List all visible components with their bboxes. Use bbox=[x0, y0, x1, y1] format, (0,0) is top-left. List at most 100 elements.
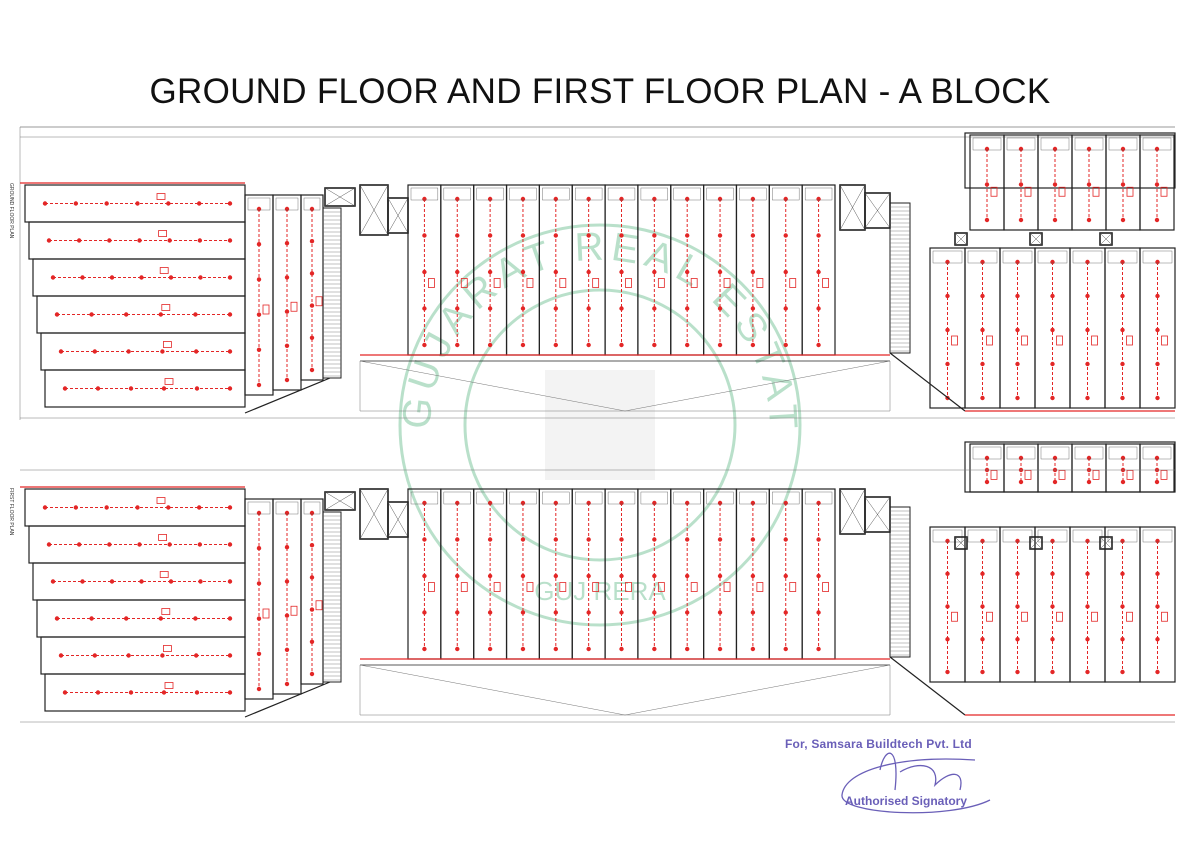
light-point bbox=[167, 238, 172, 243]
light-point bbox=[980, 327, 985, 333]
light-point bbox=[783, 269, 788, 275]
toilet-block bbox=[1108, 137, 1138, 151]
light-point bbox=[750, 573, 756, 579]
light-point bbox=[309, 575, 315, 580]
db-box bbox=[1092, 469, 1100, 480]
light-point bbox=[284, 275, 290, 280]
light-point bbox=[135, 505, 140, 510]
light-point bbox=[684, 269, 690, 275]
light-point bbox=[126, 349, 131, 354]
db-box bbox=[1126, 335, 1133, 346]
light-point bbox=[717, 342, 723, 348]
open-area-diagonal bbox=[359, 664, 626, 716]
light-point bbox=[586, 196, 591, 202]
light-point bbox=[1120, 259, 1125, 265]
light-point bbox=[553, 269, 559, 275]
toilet-block bbox=[542, 187, 570, 201]
db-box bbox=[1161, 335, 1168, 346]
light-point bbox=[284, 309, 290, 314]
shop-unit bbox=[1139, 443, 1175, 493]
db-box bbox=[315, 296, 323, 307]
light-point bbox=[227, 542, 233, 547]
light-point bbox=[553, 306, 559, 311]
light-point bbox=[1050, 604, 1055, 609]
light-point bbox=[980, 604, 985, 609]
toilet-block bbox=[1142, 529, 1173, 543]
light-point bbox=[619, 306, 624, 311]
light-point bbox=[652, 610, 657, 615]
light-point bbox=[1050, 538, 1055, 544]
db-box bbox=[625, 582, 632, 592]
toilet-block bbox=[247, 501, 271, 515]
light-point bbox=[586, 269, 591, 275]
light-point bbox=[309, 239, 315, 244]
light-point bbox=[256, 277, 262, 282]
light-point bbox=[1015, 669, 1020, 675]
light-point bbox=[158, 616, 163, 621]
slanted-edge-wall bbox=[244, 377, 331, 414]
light-point bbox=[139, 579, 144, 584]
db-box bbox=[1160, 186, 1168, 197]
light-point bbox=[553, 610, 559, 615]
lift-stair-core bbox=[324, 491, 356, 511]
core-cross bbox=[864, 192, 891, 229]
light-point bbox=[652, 573, 657, 579]
light-point bbox=[193, 312, 198, 317]
light-point bbox=[783, 573, 788, 579]
light-point bbox=[124, 616, 129, 621]
core-cross bbox=[954, 232, 968, 246]
db-box bbox=[159, 571, 169, 578]
db-box bbox=[1056, 335, 1063, 346]
light-point bbox=[750, 610, 756, 615]
db-box bbox=[290, 605, 298, 616]
light-point bbox=[984, 217, 990, 223]
light-point bbox=[684, 233, 690, 238]
seal-text: GUJARAT REAL ESTATE REGULATORY AUTHORITY bbox=[0, 0, 806, 436]
toilet-block bbox=[1142, 446, 1172, 460]
light-point bbox=[945, 259, 950, 265]
light-point bbox=[487, 306, 493, 311]
light-point bbox=[194, 653, 199, 658]
light-point bbox=[1015, 604, 1020, 609]
open-area-diagonal bbox=[624, 664, 891, 716]
db-box bbox=[1091, 611, 1098, 622]
light-point bbox=[1120, 293, 1125, 299]
db-box bbox=[592, 582, 600, 592]
light-point bbox=[783, 610, 788, 615]
light-point bbox=[58, 653, 64, 658]
light-point bbox=[135, 201, 140, 206]
light-point bbox=[54, 312, 60, 317]
light-point bbox=[1120, 604, 1125, 609]
db-box bbox=[723, 278, 731, 288]
light-point bbox=[1085, 259, 1090, 265]
signature-role: Authorised Signatory bbox=[845, 794, 968, 808]
db-box bbox=[526, 278, 534, 288]
toilet-block bbox=[972, 446, 1002, 460]
db-box bbox=[822, 582, 829, 592]
light-point bbox=[1052, 479, 1058, 485]
shop-unit bbox=[1139, 247, 1176, 409]
db-box bbox=[723, 582, 731, 592]
light-point bbox=[487, 537, 493, 542]
light-point bbox=[227, 386, 233, 391]
light-point bbox=[62, 386, 68, 391]
light-point bbox=[553, 196, 559, 202]
light-point bbox=[422, 269, 427, 275]
light-point bbox=[284, 377, 290, 383]
light-point bbox=[309, 671, 315, 677]
toilet-block bbox=[932, 250, 963, 264]
handwritten-signature bbox=[841, 752, 991, 814]
light-point bbox=[487, 646, 493, 652]
core-cross bbox=[359, 488, 389, 540]
light-point bbox=[284, 241, 290, 246]
drawing-title: GROUND FLOOR AND FIRST FLOOR PLAN - A BL… bbox=[149, 72, 1051, 111]
core-cross bbox=[839, 488, 866, 535]
light-point bbox=[980, 395, 985, 401]
light-point bbox=[1086, 479, 1092, 485]
lift-stair-core bbox=[954, 232, 968, 246]
db-box bbox=[986, 335, 993, 346]
db-box bbox=[161, 304, 171, 311]
core-cross bbox=[324, 491, 356, 511]
light-point bbox=[1154, 182, 1160, 187]
light-point bbox=[652, 537, 657, 542]
